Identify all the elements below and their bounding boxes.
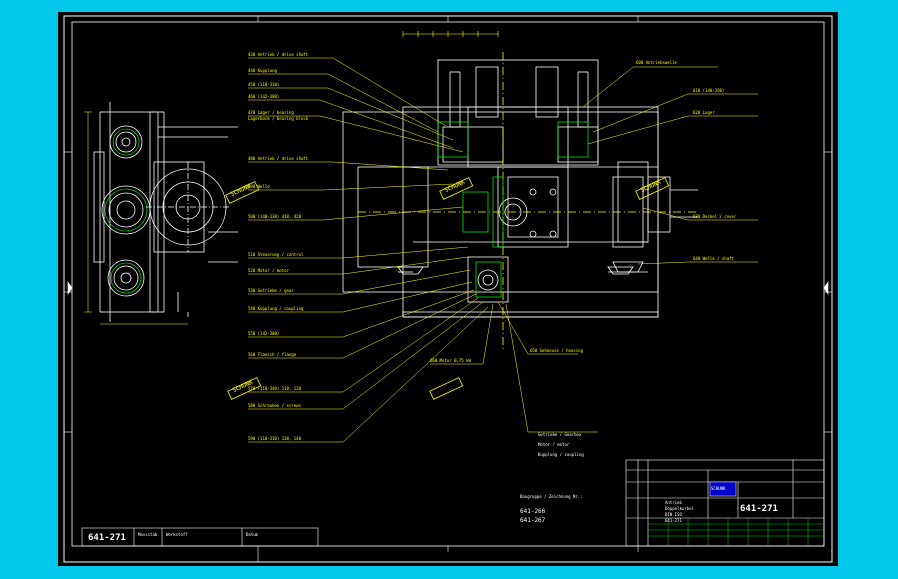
detail-label-7: 480 Antrieb / drive shaft: [248, 156, 309, 161]
right-label-2: 610 (140-350): [693, 88, 725, 93]
small-block-cell-2: Werkstoff: [166, 532, 188, 537]
detail-label-10: 510 Steuerung / control: [248, 252, 304, 257]
top-scale: [402, 31, 499, 37]
detail-label-13: 540 Kupplung / coupling: [248, 306, 304, 311]
detail-label-5: 470 Lager / bearing: [248, 110, 294, 115]
detail-label-17: 580 Schrauben / screws: [248, 403, 301, 408]
stamps: [225, 177, 670, 400]
right-label-4: 630 Deckel / cover: [693, 214, 737, 219]
title-block-lines: [625, 459, 825, 547]
right-label-7: 660 Motor 0,75 kW: [430, 358, 471, 363]
reference-item-1: 641-266: [520, 508, 546, 515]
detail-label-14: 550 (142-380): [248, 331, 280, 336]
title-block-grid: [648, 518, 824, 546]
detail-label-4: 460 (142-380): [248, 94, 280, 99]
main-assembly: [342, 52, 698, 352]
small-block-cell-1: Massstab: [138, 532, 158, 537]
right-label-6: 650 Gehaeuse / housing: [530, 348, 583, 353]
main-assembly-green: [437, 121, 589, 298]
title-row-1: Antrieb: [665, 500, 682, 505]
detail-label-18: 590 (110-310) 130, 140: [248, 436, 301, 441]
detail-label-1: 430 Antrieb / drive shaft: [248, 52, 309, 57]
right-motor: [612, 161, 698, 273]
detail-label-11: 520 Motor / motor: [248, 268, 289, 273]
side-view: [93, 102, 238, 322]
cad-viewport[interactable]: 641-271 641-271 SCHUNK Antrieb Doppelkur…: [58, 12, 838, 566]
small-block-drawing-number: 641-271: [88, 533, 126, 543]
right-label-1: 600 Antriebswelle: [636, 60, 677, 65]
bottom-label-2: Motor / motor: [538, 442, 570, 447]
frame-ticks: [64, 16, 832, 562]
leader-lines-right: [430, 66, 758, 433]
reference-item-2: 641-267: [520, 517, 546, 524]
title-row-2: Doppelkurbel: [665, 506, 694, 511]
side-view-details: [104, 128, 148, 294]
frame-outer: [63, 15, 833, 563]
title-block-company: SCHUNK: [711, 486, 726, 491]
bottom-label-1: Getriebe / Gearbox: [538, 432, 582, 437]
right-label-3: 620 Lager: [693, 110, 715, 115]
detail-label-8: 490 Welle: [248, 184, 270, 189]
frame-inner: [71, 21, 825, 547]
title-block-drawing-number: 641-271: [740, 504, 778, 514]
leader-lines-left: [248, 57, 489, 443]
right-label-5: 640 Welle / shaft: [693, 256, 734, 261]
small-title-block: [81, 527, 319, 547]
title-row-3: DIN ISO: [665, 512, 682, 517]
detail-label-3: 450 (110-310): [248, 82, 280, 87]
detail-label-2: 440 Kupplung: [248, 68, 277, 73]
bottom-label-3: Kupplung / coupling: [538, 452, 584, 457]
detail-label-12: 530 Getriebe / gear: [248, 288, 294, 293]
title-row-4: 641-271: [665, 518, 682, 523]
detail-label-6: Lagerbock / bearing block: [248, 116, 309, 121]
detail-label-16: 570 (110-340) 110, 120: [248, 386, 301, 391]
cad-drawing: [63, 15, 833, 563]
side-view-dims: [84, 111, 188, 325]
detail-label-9: 500 (140-330) 410, 420: [248, 214, 301, 219]
small-block-cell-3: Datum: [246, 532, 259, 537]
company-logo-box: [709, 481, 737, 497]
detail-label-15: 560 Flansch / flange: [248, 352, 297, 357]
reference-note-heading: Baugruppe / Zeichnung Nr.:: [520, 494, 583, 499]
